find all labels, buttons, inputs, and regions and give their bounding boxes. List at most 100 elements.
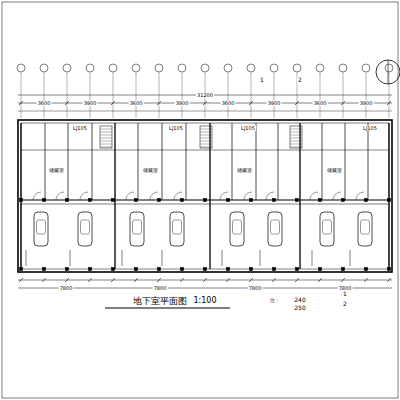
car-symbol [130, 212, 144, 246]
column [204, 199, 207, 202]
car-symbol [78, 212, 92, 246]
plan-stroke [256, 123, 257, 200]
column [158, 199, 161, 202]
plan-stroke [387, 278, 391, 282]
column [43, 268, 46, 271]
plan-stroke [341, 278, 345, 282]
plan-label: 2 [297, 77, 303, 83]
plan-stroke [45, 123, 46, 200]
column [296, 199, 299, 202]
column [319, 268, 322, 271]
column [89, 199, 92, 202]
plan-stroke [186, 123, 187, 200]
column [135, 199, 138, 202]
plan-stroke [100, 144, 112, 145]
plan-stroke [111, 101, 115, 105]
axis-bubble [316, 64, 324, 72]
plan-stroke [387, 101, 391, 105]
plan-stroke [290, 138, 302, 139]
plan-stroke [162, 250, 163, 266]
plan-label: 3600 [129, 101, 144, 106]
door-swing [150, 192, 158, 200]
axis-bubble [17, 64, 25, 72]
plan-stroke [290, 147, 302, 148]
column [20, 268, 23, 271]
plan-label: 储藏室 [236, 168, 253, 173]
axis-bubble [109, 64, 117, 72]
column [250, 268, 253, 271]
plan-label: 7800 [153, 286, 168, 291]
column [20, 199, 23, 202]
axis-bubble [247, 64, 255, 72]
column [112, 268, 115, 271]
plan-stroke [200, 141, 212, 142]
plan-stroke [200, 132, 212, 133]
door-swing [33, 192, 41, 200]
car-symbol [34, 212, 48, 246]
car-symbol [358, 212, 372, 246]
plan-stroke [322, 123, 323, 200]
plan-stroke [203, 101, 207, 105]
car-symbol [320, 212, 334, 246]
plan-label: 3900 [359, 101, 374, 106]
car-symbol [230, 212, 244, 246]
plan-label: 3600 [37, 101, 52, 106]
car-window [81, 220, 90, 234]
car-window [361, 220, 370, 234]
plan-label: LJ105 [168, 126, 184, 131]
stair [100, 126, 112, 148]
plan-label: 7800 [338, 286, 353, 291]
plan-stroke [388, 60, 389, 84]
column [43, 199, 46, 202]
plan-stroke [100, 135, 112, 136]
plan-label: 240 [293, 297, 306, 303]
outer-wall [18, 120, 392, 272]
plan-stroke [18, 288, 392, 289]
plan-stroke [21, 199, 389, 200]
plan-label: LJ105 [362, 126, 378, 131]
plan-stroke [21, 150, 389, 151]
axis-bubble [132, 64, 140, 72]
plan-stroke [111, 278, 115, 282]
car-window [323, 220, 332, 234]
column [365, 199, 368, 202]
door-swing [333, 192, 341, 200]
plan-stroke [21, 204, 389, 205]
stair [200, 126, 212, 148]
plan-label: 3600 [313, 101, 328, 106]
column [388, 268, 391, 271]
plan-stroke [318, 278, 322, 282]
plan-stroke [200, 144, 212, 145]
column [112, 199, 115, 202]
plan-stroke [65, 101, 69, 105]
plan-stroke [299, 123, 300, 269]
plan-label: 31200 [196, 93, 214, 98]
plan-label: LJ105 [240, 126, 256, 131]
plan-stroke [260, 250, 261, 266]
plan-label: 7800 [248, 286, 263, 291]
plan-stroke [290, 141, 302, 142]
axis-bubble [155, 64, 163, 72]
plan-label: 3600 [221, 101, 236, 106]
plan-stroke [68, 123, 69, 200]
car-symbol [170, 212, 184, 246]
plan-label: 1 [259, 77, 265, 83]
plan-label: 2 [342, 301, 348, 307]
stair [290, 126, 302, 148]
axis-bubble [270, 64, 278, 72]
car-window [173, 220, 182, 234]
plan-label: 250 [293, 305, 306, 311]
plan-stroke [162, 123, 163, 200]
plan-stroke [100, 138, 112, 139]
plan-stroke [122, 250, 123, 266]
plan-label: LJ105 [72, 126, 88, 131]
plan-label: 3900 [83, 101, 98, 106]
plan-stroke [350, 250, 351, 266]
plan-stroke [364, 278, 368, 282]
plan-label: 储藏室 [326, 168, 343, 173]
plan-stroke [295, 101, 299, 105]
plan-label: 储藏室 [48, 168, 65, 173]
plan-stroke [114, 123, 115, 269]
column [181, 268, 184, 271]
